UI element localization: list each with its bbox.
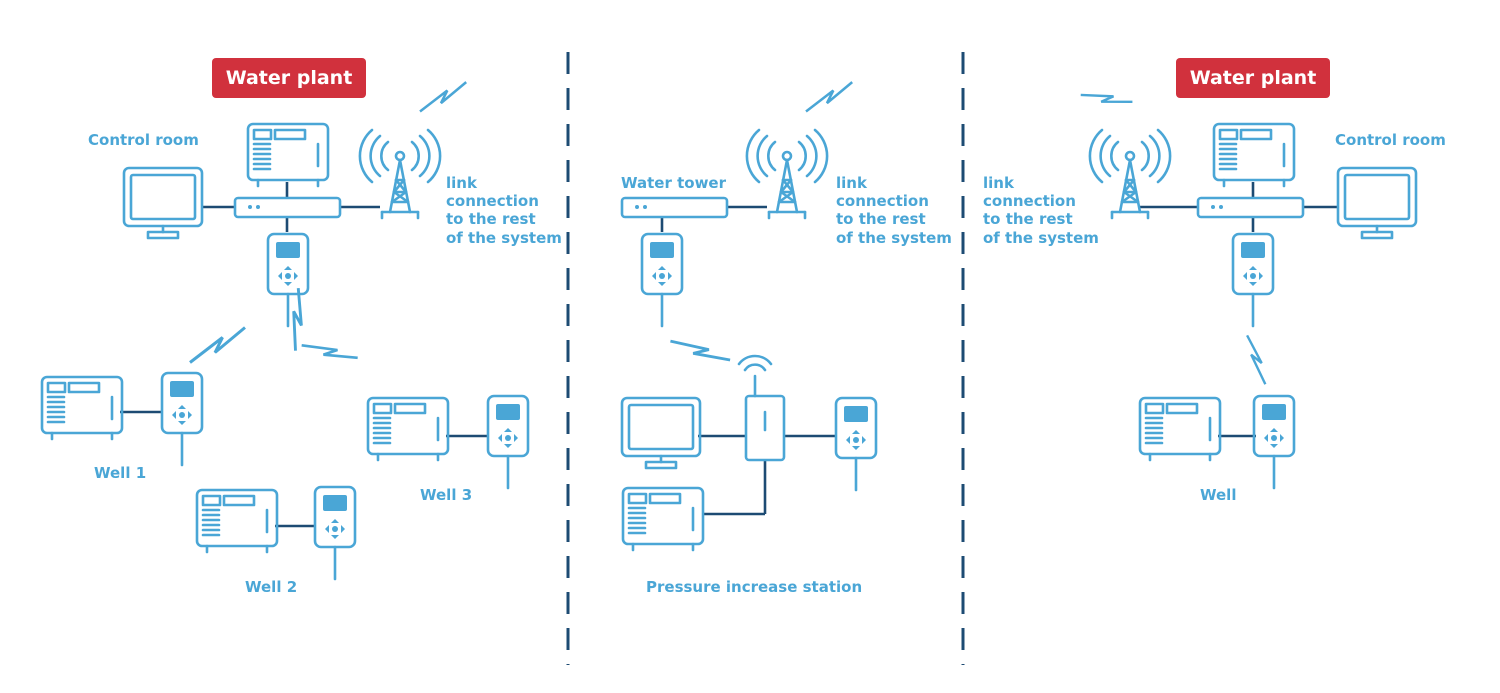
- wireless-bolt-icon: [668, 318, 732, 384]
- well-label: Well: [1200, 486, 1236, 504]
- wireless-bolt-icon: [300, 322, 359, 381]
- link-connection-label: link connection to the rest of the syste…: [446, 174, 562, 247]
- station-monitor: [620, 396, 702, 470]
- middle-water-tower-section: Water tower link connection to the rest …: [620, 80, 952, 596]
- handheld-controller-icon: [266, 232, 310, 328]
- left-water-plant-section: Water plant Control room link connection…: [40, 58, 562, 596]
- plc-icon: [1212, 122, 1296, 188]
- wireless-router-icon: [737, 354, 786, 462]
- water-plant-badge-label: Water plant: [226, 67, 353, 89]
- control-room-monitor: [1336, 166, 1418, 240]
- radio-tower-icon: [745, 128, 829, 220]
- link-connection-label: link connection to the rest of the syste…: [836, 174, 952, 247]
- well-2-plc: [195, 488, 279, 554]
- wireless-bolt-icon: [266, 286, 328, 353]
- handheld-controller-icon: [1231, 232, 1275, 328]
- well-1-plc: [40, 375, 124, 441]
- control-room-label: Control room: [88, 131, 199, 149]
- well-1-handheld: [160, 371, 204, 467]
- wireless-bolt-icon: [1236, 334, 1276, 386]
- water-plant-badge: [212, 58, 366, 98]
- water-plant-badge-label: Water plant: [1190, 67, 1317, 89]
- link-connection-label: link connection to the rest of the syste…: [983, 174, 1099, 247]
- wireless-bolt-icon: [804, 80, 854, 113]
- network-switch: [233, 196, 342, 219]
- water-plant-badge: [1176, 58, 1330, 98]
- well-2-label: Well 2: [245, 578, 297, 596]
- right-water-plant-section: Water plant Control room link connection…: [983, 58, 1446, 504]
- handheld-controller-icon: [640, 232, 684, 328]
- well-3-plc: [366, 396, 450, 462]
- network-switch: [620, 196, 729, 219]
- station-handheld: [834, 396, 878, 492]
- pressure-station-label: Pressure increase station: [646, 578, 862, 596]
- plc-icon: [246, 122, 330, 188]
- well-1-label: Well 1: [94, 464, 146, 482]
- well-handheld: [1252, 394, 1296, 490]
- well-3-handheld: [486, 394, 530, 490]
- well-plc: [1138, 396, 1222, 462]
- wireless-bolt-icon: [188, 326, 247, 364]
- water-tower-label: Water tower: [621, 174, 727, 192]
- station-plc: [621, 486, 705, 552]
- radio-tower-icon: [358, 128, 442, 220]
- well-3-label: Well 3: [420, 486, 472, 504]
- radio-tower-icon: [1088, 128, 1172, 220]
- wireless-bolt-icon: [418, 80, 468, 113]
- control-room-label: Control room: [1335, 131, 1446, 149]
- well-2-handheld: [313, 485, 357, 581]
- network-switch: [1196, 196, 1305, 219]
- control-room-monitor: [122, 166, 204, 240]
- wireless-bolt-icon: [1079, 72, 1134, 125]
